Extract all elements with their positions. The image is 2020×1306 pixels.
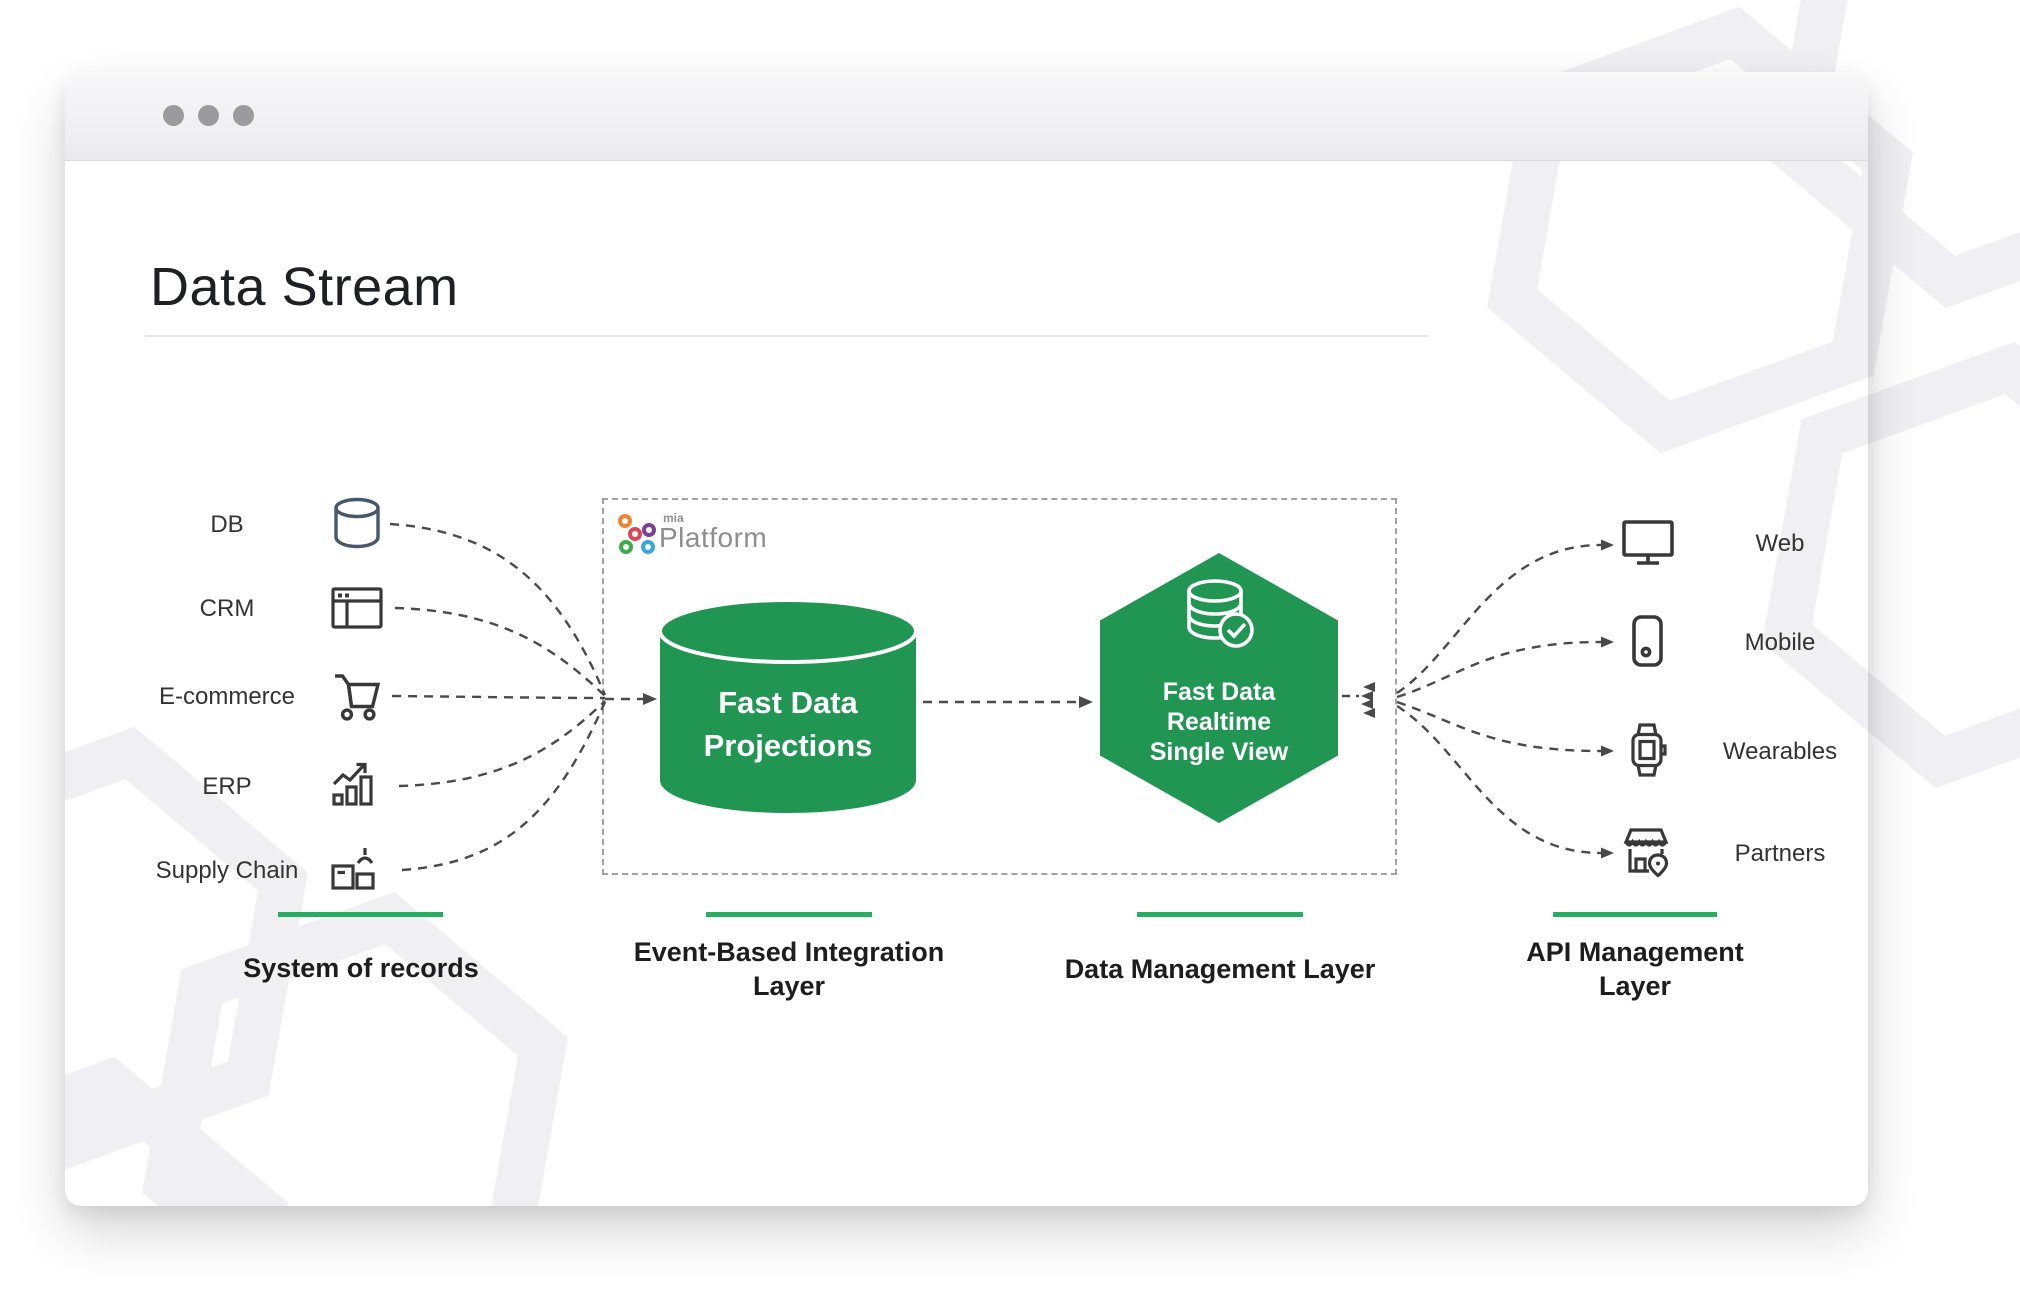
hexagon-shape [1762,341,1868,789]
logo-ring-red-icon [628,527,642,541]
connector-erp [398,700,606,788]
source-label-crm: CRM [199,595,255,622]
fast-data-projections-node [658,599,918,813]
api-connectors [1396,543,1602,855]
arrowheads-into-singleview [1361,682,1375,718]
bar-chart-icon [332,762,373,806]
connector-crm [394,606,606,697]
sources-underline [278,912,443,917]
logo-platform-text: Platform [659,522,768,553]
database-icon [334,497,380,549]
source-label-ecommerce: E-commerce [158,683,296,710]
management-caption: Data Management Layer [1064,954,1376,984]
title-divider [145,335,1428,337]
source-connectors [389,522,643,872]
arrowhead-into-hexagon [1079,696,1093,708]
arrowhead-into-projections [643,693,657,705]
api-underline [1553,912,1717,917]
source-label-db: DB [210,511,244,538]
hexagon-shape [1487,161,1868,454]
monitor-icon [1622,520,1674,565]
page-title: Data Stream [150,257,459,317]
integration-caption: Event-Based Integration Layer [633,937,945,1001]
hexagon-shape [65,726,308,1174]
connector-web [1396,543,1602,694]
database-check-icon [1187,579,1254,648]
window-control-icon[interactable] [198,105,219,126]
connector-layer [389,522,1614,872]
logo-ring-blue-icon [641,540,655,554]
hexagon-watermark [65,161,1868,1206]
logo-ring-orange-icon [618,514,632,528]
hexagon-shape [142,891,568,1206]
watch-icon [1631,723,1667,777]
sources-caption: System of records [243,953,479,983]
connector-supply-chain [401,701,607,872]
integration-underline [706,912,872,917]
connector-mobile [1396,640,1602,699]
cart-icon [335,674,381,721]
connector-wearables [1396,700,1602,753]
hexagon-shape [1772,0,2020,309]
api-label-web: Web [1755,530,1805,557]
boxes-crane-icon [331,848,375,890]
source-label-erp: ERP [202,773,252,800]
logo-ring-green-icon [619,540,633,554]
phone-icon [1632,615,1663,667]
logo-ring-purple-icon [642,523,656,537]
window-control-icon[interactable] [163,105,184,126]
management-underline [1137,912,1303,917]
browser-icon [331,587,383,629]
connector-ecommerce [391,694,606,700]
api-label-partners: Partners [1734,840,1826,867]
single-view-label: Fast Data Realtime Single View [1149,678,1289,766]
source-label-supply-chain: Supply Chain [155,857,299,884]
platform-boundary-box [602,498,1397,875]
store-icon [1623,828,1669,878]
window-control-icon[interactable] [233,105,254,126]
connector-db [389,522,607,696]
window-titlebar [65,72,1868,161]
api-arrowheads [1601,539,1614,859]
api-caption: API Management Layer [1526,937,1744,1001]
logo-mia-text: mia [663,511,684,525]
browser-window: Data Stream [65,72,1868,1206]
connector-partners [1396,704,1602,855]
api-label-mobile: Mobile [1744,629,1816,656]
api-label-wearables: Wearables [1722,738,1838,765]
slide-content: Data Stream [65,161,1868,1206]
fast-data-projections-label: Fast Data Projections [703,685,873,763]
